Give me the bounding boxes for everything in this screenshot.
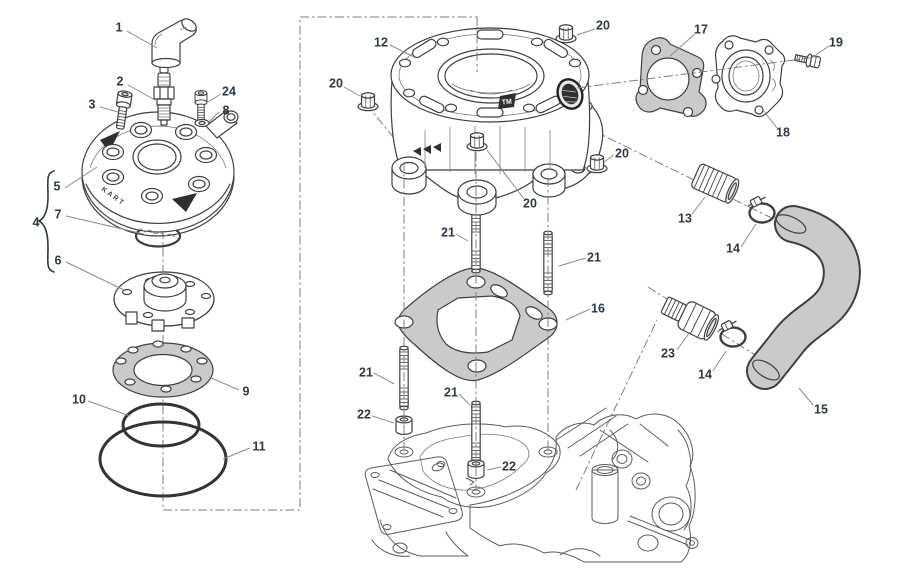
callout-17-leader — [669, 33, 696, 57]
group-brace — [37, 170, 55, 273]
callout-4-label-8: 8 — [223, 104, 230, 118]
callout-10-label-10: 10 — [72, 393, 86, 407]
callout-19-leader — [812, 45, 830, 58]
callout-27-label-21: 21 — [587, 251, 601, 265]
callout-7-leader — [65, 261, 127, 292]
part-insert — [113, 271, 215, 332]
callouts-layer: 1232485764910111220202020171819131423141… — [33, 19, 843, 474]
callout-11-leader — [222, 447, 251, 460]
callout-25-label-16: 16 — [591, 302, 605, 316]
callout-16-leader — [603, 154, 615, 163]
part-bolt — [794, 53, 822, 69]
callout-2-leader — [99, 106, 119, 113]
callout-8-label-4: 4 — [33, 216, 40, 230]
callout-28-leader — [373, 372, 395, 385]
callout-6-leader — [65, 215, 145, 235]
callout-3-label-24: 24 — [222, 85, 236, 99]
part-cylinder: TM — [390, 27, 604, 216]
callout-14-label-20: 20 — [329, 77, 343, 91]
callout-31-label-22: 22 — [502, 460, 516, 474]
callout-30-leader — [371, 415, 395, 424]
callout-27-leader — [558, 257, 587, 267]
part-spark-plug-cap — [151, 18, 197, 69]
callout-3-leader — [205, 93, 222, 104]
callout-9-label-9: 9 — [243, 385, 250, 399]
part-screw-short — [194, 90, 208, 124]
part-head-gasket-ring — [112, 340, 214, 398]
callout-25-leader — [565, 308, 591, 321]
part-washer — [194, 118, 210, 128]
callout-18-label-18: 18 — [776, 126, 790, 140]
part-head-cover: KART — [81, 110, 239, 238]
part-fitting-union — [660, 296, 720, 341]
callout-5-label-5: 5 — [54, 180, 61, 194]
callout-9-leader — [208, 376, 240, 391]
callout-21-leader — [740, 223, 757, 248]
part-crankcase — [364, 407, 699, 563]
callout-4-leader — [207, 111, 220, 124]
callout-26-label-21: 21 — [441, 226, 455, 240]
cylinder-logo: TM — [501, 98, 512, 106]
callout-29-leader — [458, 393, 471, 406]
part-oring-mid — [121, 402, 201, 448]
callout-31-leader — [486, 466, 502, 471]
callout-0-leader — [126, 30, 158, 49]
callout-13-leader — [576, 28, 596, 36]
part-oring-large — [98, 420, 228, 498]
callout-15-label-20: 20 — [523, 197, 537, 211]
part-spark-plug — [153, 65, 175, 126]
part-exhaust-gasket — [635, 37, 707, 118]
callout-13-label-20: 20 — [596, 19, 610, 33]
callout-19-label-19: 19 — [829, 36, 843, 50]
callout-21-label-14: 14 — [726, 242, 740, 256]
callout-12-leader — [389, 44, 417, 59]
callout-2-label-3: 3 — [89, 98, 96, 112]
callout-24-leader — [798, 387, 814, 406]
callout-17-label-17: 17 — [694, 23, 708, 37]
part-fitting-threaded — [691, 163, 740, 204]
callout-1-label-2: 2 — [117, 75, 124, 89]
callout-14-leader — [343, 86, 361, 97]
part-spacers — [395, 415, 485, 479]
callout-26-leader — [455, 233, 469, 242]
callout-11-label-11: 11 — [252, 440, 265, 454]
part-hose — [746, 205, 861, 390]
callout-0-label-1: 1 — [116, 21, 123, 35]
callout-22-label-23: 23 — [661, 347, 675, 361]
part-exhaust-flange — [711, 35, 786, 118]
part-hose-clamp-top — [745, 192, 776, 224]
callout-1-leader — [127, 84, 156, 101]
callout-29-label-21: 21 — [444, 386, 458, 400]
callout-6-label-7: 7 — [55, 208, 62, 222]
callout-22-leader — [676, 331, 691, 351]
construction-lines-front — [403, 17, 818, 490]
callout-28-label-21: 21 — [359, 366, 373, 380]
part-hose-clamp-bottom — [716, 316, 747, 348]
callout-16-label-20: 20 — [615, 147, 629, 161]
callout-5-leader — [64, 166, 98, 189]
callout-24-label-15: 15 — [814, 403, 828, 417]
callout-10-leader — [87, 400, 131, 417]
callout-20-label-13: 13 — [678, 212, 692, 226]
callout-23-label-14: 14 — [698, 368, 712, 382]
callout-15-leader — [486, 149, 525, 200]
callout-23-leader — [712, 350, 727, 372]
callout-12-label-12: 12 — [374, 36, 388, 50]
callout-20-leader — [691, 196, 706, 215]
callout-7-label-6: 6 — [55, 254, 62, 268]
callout-30-label-22: 22 — [357, 408, 371, 422]
callout-18-leader — [762, 109, 778, 129]
